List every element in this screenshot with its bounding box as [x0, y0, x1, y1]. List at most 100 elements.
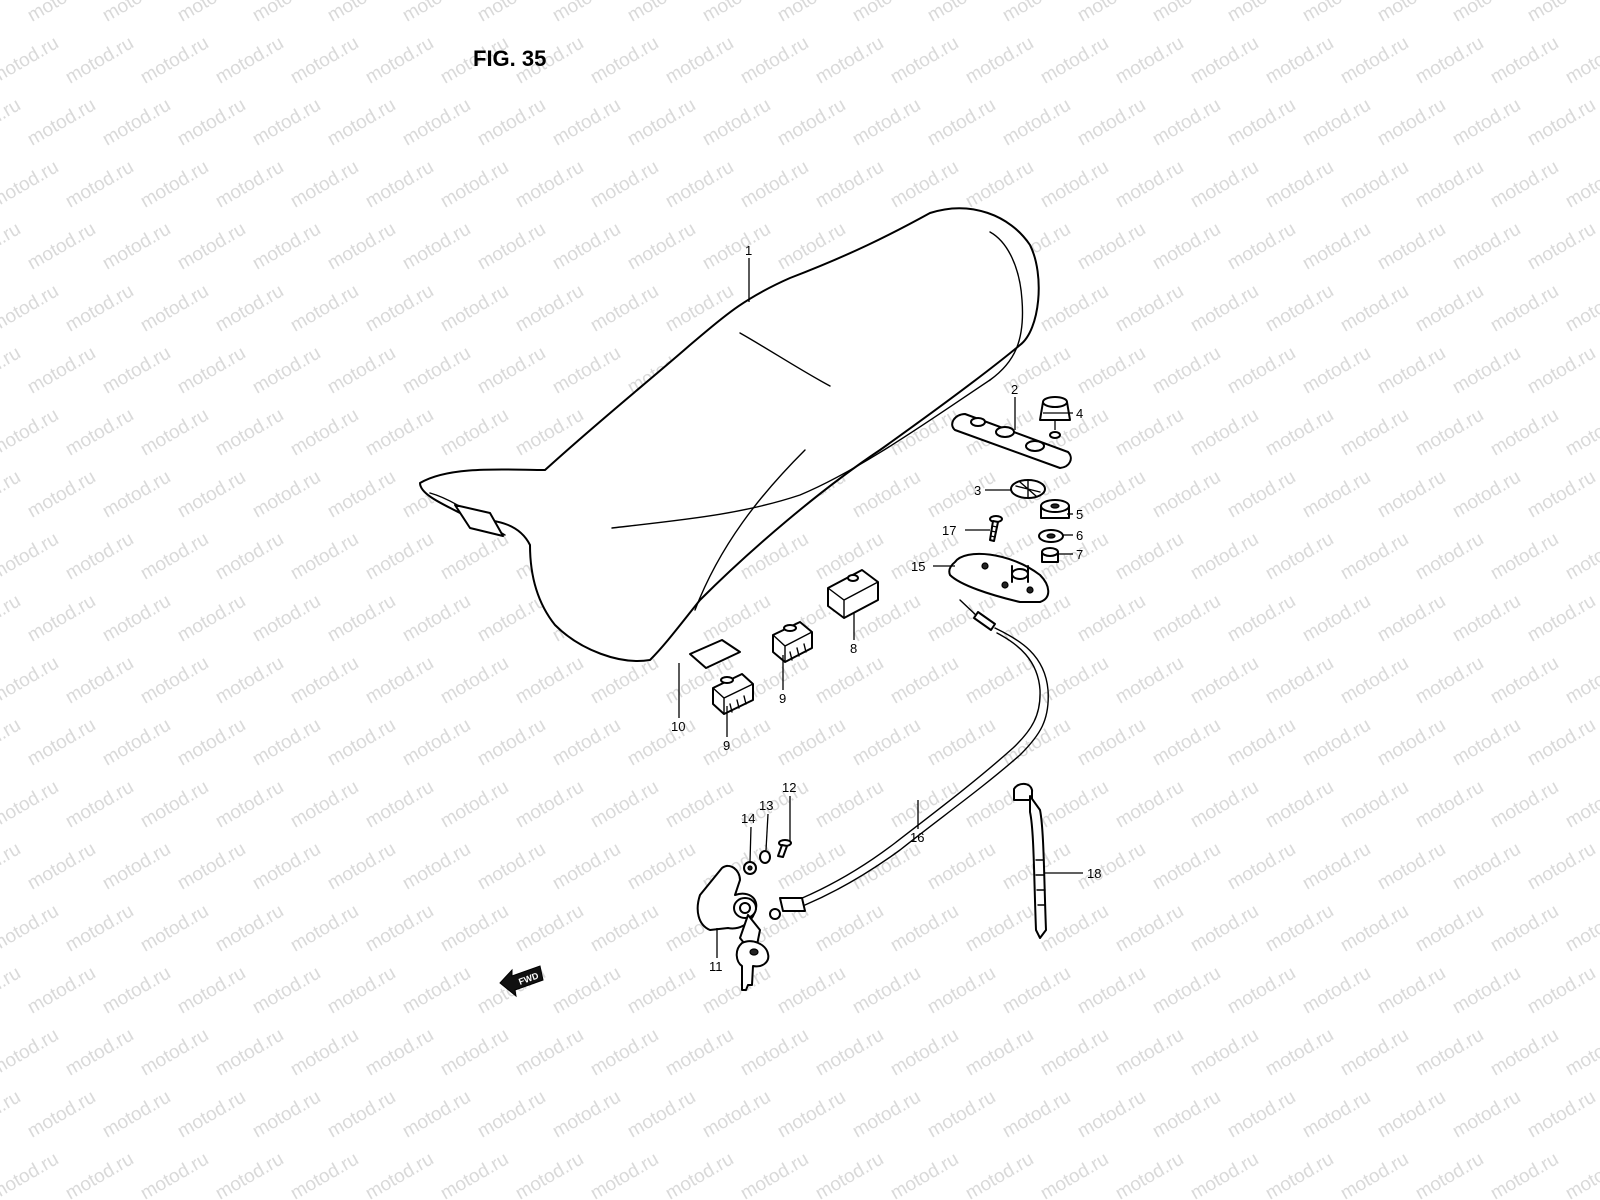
watermark-text: motod.ru — [512, 157, 587, 213]
watermark-text: motod.ru — [474, 839, 549, 895]
watermark-text: motod.ru — [362, 653, 437, 709]
watermark-text: motod.ru — [99, 95, 174, 151]
watermark-text: motod.ru — [512, 281, 587, 337]
watermark-text: motod.ru — [99, 1087, 174, 1143]
watermark-text: motod.ru — [287, 777, 362, 833]
watermark-text: motod.ru — [249, 467, 324, 523]
watermark-text: motod.ru — [212, 33, 287, 89]
watermark-text: motod.ru — [812, 653, 887, 709]
watermark-text: motod.ru — [887, 157, 962, 213]
watermark-text: motod.ru — [1074, 715, 1149, 771]
watermark-text: motod.ru — [362, 901, 437, 957]
watermark-text: motod.ru — [0, 219, 24, 275]
watermark-text: motod.ru — [1149, 0, 1224, 26]
watermark-text: motod.ru — [99, 963, 174, 1019]
watermark-text: motod.ru — [1037, 901, 1112, 957]
callout-8: 8 — [850, 641, 857, 656]
watermark-text: motod.ru — [99, 715, 174, 771]
cap-nut — [1039, 396, 1071, 439]
watermark-text: motod.ru — [1074, 0, 1149, 26]
watermark-text: motod.ru — [137, 653, 212, 709]
watermark-text: motod.ru — [1074, 839, 1149, 895]
watermark-text: motod.ru — [962, 1025, 1037, 1081]
watermark-text: motod.ru — [1112, 281, 1187, 337]
watermark-text: motod.ru — [1262, 653, 1337, 709]
watermark-text: motod.ru — [624, 839, 699, 895]
washer — [1038, 529, 1064, 543]
watermark-text: motod.ru — [24, 467, 99, 523]
watermark-text: motod.ru — [812, 33, 887, 89]
watermark-text: motod.ru — [362, 281, 437, 337]
watermark-text: motod.ru — [174, 467, 249, 523]
watermark-text: motod.ru — [0, 715, 24, 771]
watermark-text: motod.ru — [399, 219, 474, 275]
watermark-text: motod.ru — [512, 1149, 587, 1200]
watermark-text: motod.ru — [362, 1025, 437, 1081]
watermark-text: motod.ru — [474, 1087, 549, 1143]
watermark-text: motod.ru — [1487, 281, 1562, 337]
watermark-text: motod.ru — [399, 95, 474, 151]
watermark-text: motod.ru — [1337, 1025, 1412, 1081]
watermark-text: motod.ru — [587, 777, 662, 833]
watermark-text: motod.ru — [1412, 777, 1487, 833]
seat-lock — [948, 552, 1050, 603]
watermark-text: motod.ru — [0, 95, 24, 151]
watermark-text: motod.ru — [774, 963, 849, 1019]
watermark-text: motod.ru — [1562, 1025, 1600, 1081]
watermark-text: motod.ru — [287, 157, 362, 213]
watermark-text: motod.ru — [774, 0, 849, 26]
watermark-text: motod.ru — [1374, 467, 1449, 523]
watermark-text: motod.ru — [0, 591, 24, 647]
watermark-text: motod.ru — [0, 343, 24, 399]
watermark-text: motod.ru — [1374, 219, 1449, 275]
watermark-text: motod.ru — [324, 95, 399, 151]
watermark-text: motod.ru — [1074, 343, 1149, 399]
watermark-text: motod.ru — [24, 95, 99, 151]
rubber-block-lower — [712, 673, 754, 715]
watermark-text: motod.ru — [1374, 839, 1449, 895]
watermark-text: motod.ru — [1224, 219, 1299, 275]
watermark-text: motod.ru — [1224, 715, 1299, 771]
watermark-text: motod.ru — [849, 963, 924, 1019]
watermark-text: motod.ru — [437, 529, 512, 585]
watermark-text: motod.ru — [1487, 777, 1562, 833]
watermark-text: motod.ru — [699, 715, 774, 771]
watermark-text: motod.ru — [624, 0, 699, 26]
watermark-text: motod.ru — [324, 467, 399, 523]
watermark-text: motod.ru — [999, 963, 1074, 1019]
callout-11: 11 — [709, 959, 723, 974]
watermark-text: motod.ru — [1149, 715, 1224, 771]
watermark-text: motod.ru — [849, 0, 924, 26]
watermark-text: motod.ru — [887, 653, 962, 709]
watermark-text: motod.ru — [1412, 1149, 1487, 1200]
watermark-text: motod.ru — [1299, 343, 1374, 399]
watermark-text: motod.ru — [0, 0, 24, 26]
watermark-text: motod.ru — [1074, 95, 1149, 151]
watermark-text: motod.ru — [137, 33, 212, 89]
watermark-text: motod.ru — [62, 653, 137, 709]
watermark-text: motod.ru — [99, 839, 174, 895]
fwd-arrow-icon: FWD — [499, 965, 544, 998]
watermark-text: motod.ru — [999, 1087, 1074, 1143]
watermark-text: motod.ru — [512, 653, 587, 709]
watermark-text: motod.ru — [399, 715, 474, 771]
watermark-text: motod.ru — [849, 1087, 924, 1143]
watermark-text: motod.ru — [437, 157, 512, 213]
watermark-text: motod.ru — [924, 839, 999, 895]
watermark-text: motod.ru — [1149, 963, 1224, 1019]
plain-washer — [743, 861, 757, 875]
callout-5: 5 — [1076, 507, 1083, 522]
watermark-text: motod.ru — [737, 33, 812, 89]
watermark-text: motod.ru — [887, 1025, 962, 1081]
watermark-text: motod.ru — [474, 0, 549, 26]
watermark-text: motod.ru — [1262, 529, 1337, 585]
callout-16: 16 — [910, 830, 924, 845]
watermark-text: motod.ru — [137, 1149, 212, 1200]
watermark-text: motod.ru — [1374, 963, 1449, 1019]
watermark-text: motod.ru — [174, 343, 249, 399]
watermark-text: motod.ru — [1449, 715, 1524, 771]
watermark-text: motod.ru — [1224, 95, 1299, 151]
watermark-text: motod.ru — [1262, 281, 1337, 337]
screw — [777, 839, 792, 858]
seat-lock-assembly — [696, 864, 761, 949]
